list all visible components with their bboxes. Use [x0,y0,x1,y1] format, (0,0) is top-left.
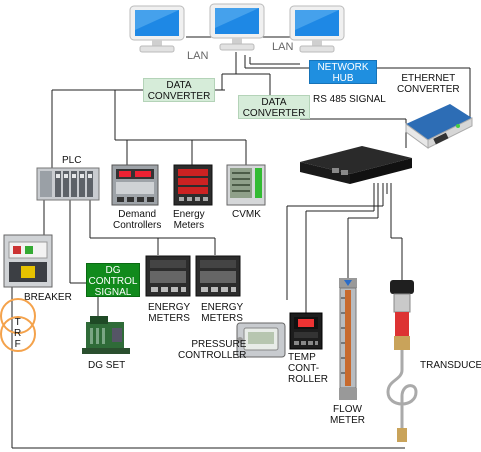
network-hub-box: NETWORK HUB [309,60,377,84]
rs485-signal-label: RS 485 SIGNAL [313,94,386,105]
ethernet-converter-label: ETHERNET CONVERTER [397,73,460,95]
pressure-controller-label: PRESSURE CONTROLLER [178,339,247,361]
monitor-icon [128,4,186,54]
dg-set-icon [80,312,132,358]
monitor-icon [208,2,266,52]
temp-controller-label: TEMP CONT- ROLLER [288,352,329,385]
trf-coil-icon [0,296,38,354]
energy-meter-icon [173,164,213,206]
transducer-label: TRANSDUCER [420,360,481,371]
energy-meters-top-label: Energy Meters [173,209,205,231]
energy-meter-icon [195,255,241,297]
rs485-hub-icon [296,142,416,188]
lan-label-right: LAN [272,41,294,53]
energy-meters-1-label: ENERGY METERS [148,302,191,324]
data-converter-mid-box: DATA CONVERTER [238,95,310,119]
plc-icon [36,166,100,202]
cvmk-label: CVMK [232,209,261,220]
network-hub-label-line1: NETWORK [317,62,369,73]
transducer-icon [380,280,424,446]
pressure-controller-icon [236,322,286,358]
demand-controller-icon [111,164,159,206]
network-hub-label-line2: HUB [332,73,354,84]
monitor-icon [288,4,346,54]
flow-meter-label: FLOW METER [330,404,365,426]
energy-meter-icon [145,255,191,297]
energy-meters-2-label: ENERGY METERS [201,302,244,324]
trf-label: T R F [14,317,22,350]
cvmk-icon [226,164,266,206]
temp-controller-icon [289,312,323,350]
lan-label-left: LAN [187,50,209,62]
ethernet-converter-icon [400,96,478,152]
demand-controllers-label: Demand Controllers [113,209,162,231]
breaker-icon [3,234,53,288]
dg-set-label: DG SET [88,360,126,371]
flow-meter-icon [336,278,360,400]
dg-control-signal-box: DG CONTROL SIGNAL [86,263,140,298]
plc-label: PLC [62,155,82,166]
data-converter-top-box: DATA CONVERTER [143,78,215,102]
breaker-label: BREAKER [24,292,72,303]
